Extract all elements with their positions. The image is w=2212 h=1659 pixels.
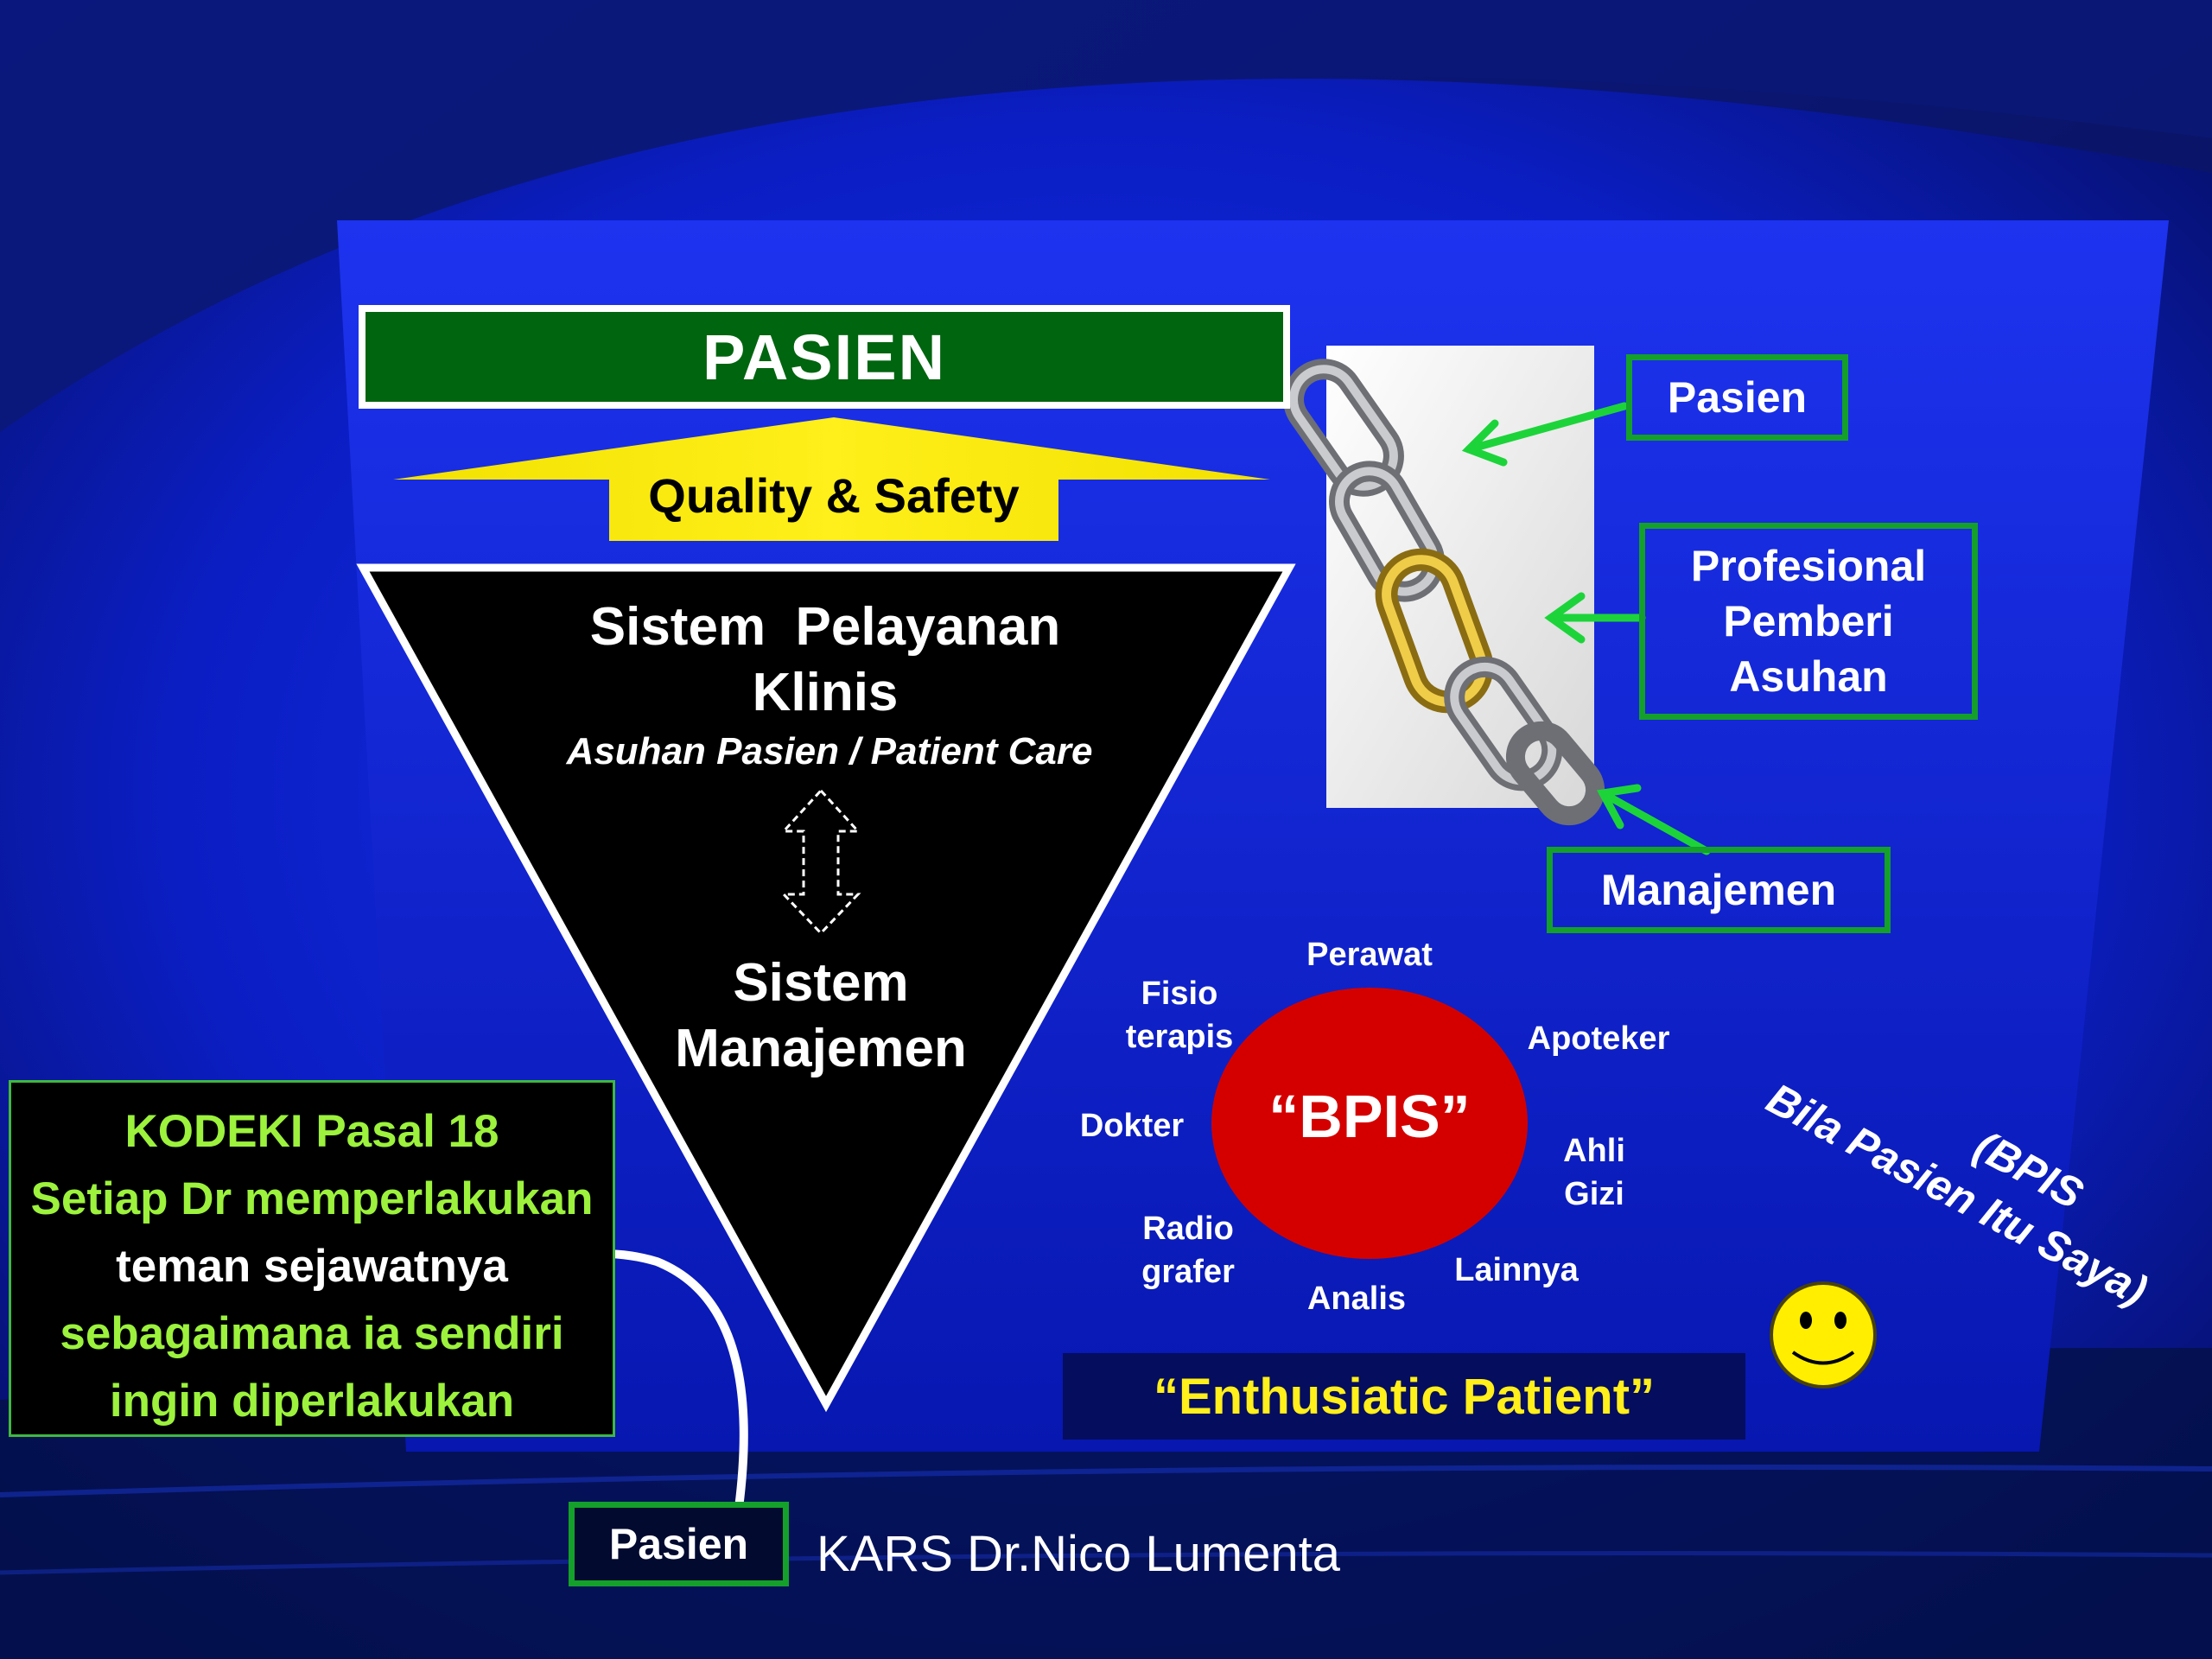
fisio-line1: Fisio [1141, 976, 1218, 1012]
profesional-line3: Asuhan [1729, 652, 1888, 701]
triangle-top-line1: Sistem Pelayanan [589, 597, 1061, 657]
kodeki-line1: KODEKI Pasal 18 [124, 1106, 499, 1157]
author-credit: KARS Dr.Nico Lumenta [817, 1526, 1341, 1582]
role-lainnya: Lainnya [1454, 1252, 1579, 1288]
triangle-top-title: Sistem Pelayanan Klinis [484, 594, 1166, 726]
ahli-line1: Ahli [1563, 1133, 1625, 1169]
triangle-bottom-line2: Manajemen [675, 1019, 967, 1078]
smiley-icon [1770, 1281, 1877, 1389]
triangle-bottom-title: Sistem Manajemen [562, 950, 1080, 1082]
bpis-ellipse [1211, 988, 1528, 1259]
profesional-line1: Profesional [1690, 542, 1927, 590]
quality-arrow [393, 417, 1270, 541]
inverted-triangle [356, 563, 1296, 1413]
double-arrow-icon [780, 788, 861, 936]
role-apoteker: Apoteker [1527, 1020, 1670, 1057]
kodeki-line5: ingin diperlakukan [109, 1376, 515, 1427]
triangle-subtitle: Asuhan Pasien / Patient Care [566, 730, 1093, 772]
chain-label-manajemen: Manajemen [1547, 847, 1891, 933]
role-dokter: Dokter [1079, 1108, 1185, 1144]
role-fisioterapis: Fisio terapis [1106, 972, 1253, 1058]
role-ahli-gizi: Ahli Gizi [1547, 1129, 1642, 1216]
triangle-top-line2: Klinis [752, 663, 899, 722]
role-radiografer: Radio grafer [1128, 1207, 1249, 1294]
pasien-header: PASIEN [359, 305, 1290, 409]
triangle-bottom-line1: Sistem [733, 953, 909, 1013]
radio-line2: grafer [1141, 1254, 1235, 1290]
bpis-center-label: “BPIS” [1268, 1083, 1471, 1150]
footer-pasien-box: Pasien [569, 1502, 789, 1586]
quality-safety-label: Quality & Safety [648, 467, 1020, 523]
chain-label-profesional: Profesional Pemberi Asuhan [1639, 523, 1978, 720]
role-perawat: Perawat [1306, 937, 1433, 973]
enthusiatic-patient-slogan: “Enthusiatic Patient” [1063, 1353, 1745, 1440]
profesional-line2: Pemberi [1723, 597, 1894, 645]
chain-label-pasien: Pasien [1626, 354, 1848, 441]
fisio-line2: terapis [1125, 1019, 1234, 1055]
ahli-line2: Gizi [1564, 1176, 1624, 1212]
kodeki-line4: sebagaimana ia sendiri [60, 1308, 564, 1359]
role-analis: Analis [1306, 1281, 1407, 1317]
chain-image [1283, 346, 1605, 826]
radio-line1: Radio [1142, 1211, 1234, 1247]
kodeki-line3: teman sejawatnya [116, 1241, 508, 1292]
kodeki-line2: Setiap Dr memperlakukan [30, 1173, 594, 1224]
kodeki-box: KODEKI Pasal 18 Setiap Dr memperlakukan … [9, 1080, 615, 1437]
